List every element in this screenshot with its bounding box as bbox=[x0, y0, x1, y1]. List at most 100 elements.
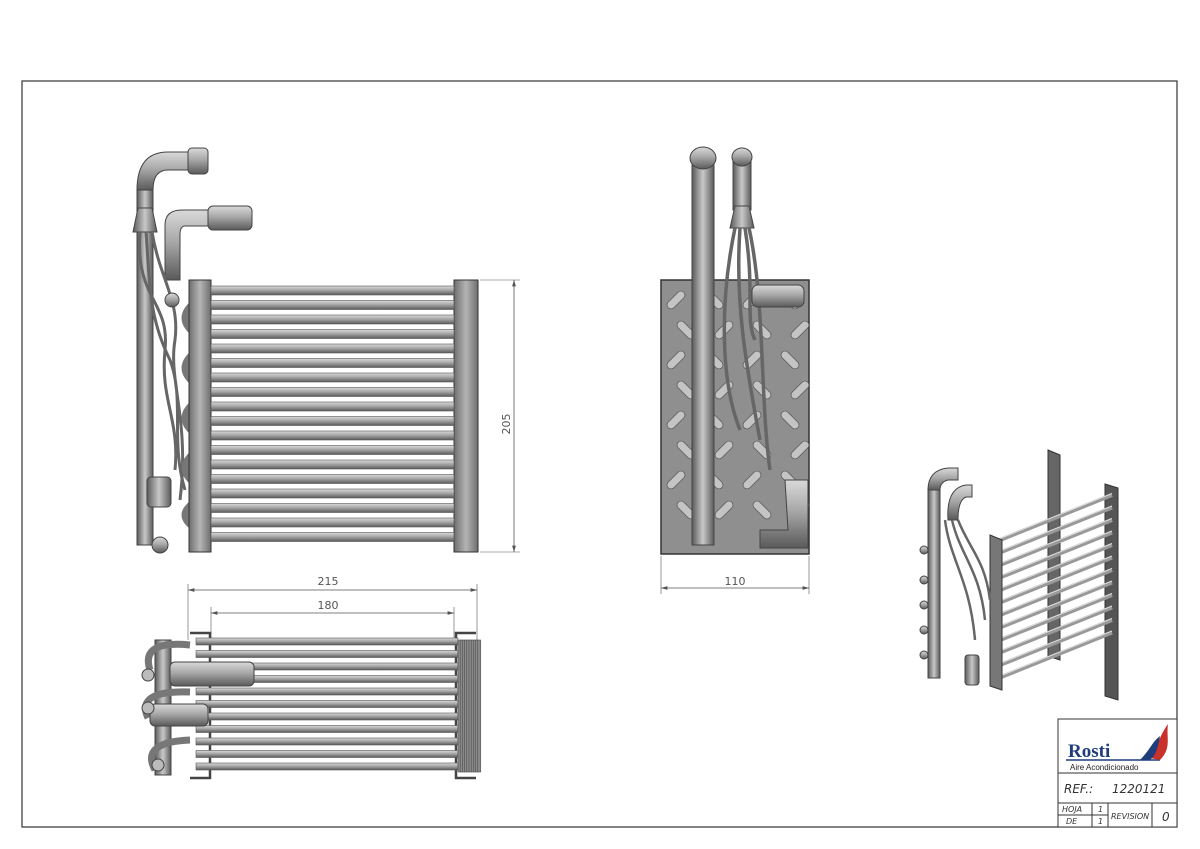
logo-text: Rosti bbox=[1068, 741, 1110, 762]
top-right-u-bends bbox=[457, 639, 482, 773]
side-right-tube-cap bbox=[731, 147, 753, 167]
revision-label: REVISION bbox=[1111, 812, 1149, 821]
front-bottom-stub bbox=[151, 536, 169, 554]
front-tube bbox=[210, 285, 455, 296]
front-tube bbox=[210, 372, 455, 383]
top-tube bbox=[195, 750, 459, 758]
iso-tube-highlight bbox=[999, 593, 1113, 639]
iso-tube bbox=[999, 493, 1113, 542]
side-fin-slot bbox=[790, 440, 810, 460]
side-fin-slot bbox=[742, 470, 762, 490]
side-fin-slot bbox=[666, 470, 686, 490]
iso-left-stubs bbox=[919, 545, 929, 660]
ref-label: REF.: bbox=[1064, 782, 1093, 796]
side-fin-slot bbox=[714, 440, 734, 460]
iso-tube bbox=[999, 630, 1113, 680]
iso-tube bbox=[999, 505, 1113, 555]
front-distributor-cone bbox=[132, 207, 158, 233]
iso-right-plate bbox=[1104, 483, 1119, 701]
side-fin-slot bbox=[666, 290, 686, 310]
top-tube bbox=[195, 762, 459, 771]
front-tube bbox=[210, 401, 455, 412]
front-second-elbow bbox=[164, 209, 213, 281]
iso-tube-highlight bbox=[999, 493, 1113, 539]
front-upper-connector bbox=[187, 147, 209, 175]
front-upper-elbow bbox=[136, 151, 193, 191]
top-tube bbox=[195, 737, 459, 746]
dim-text-215: 215 bbox=[318, 575, 339, 588]
iso-tube-highlight bbox=[999, 580, 1113, 627]
side-fin-slot bbox=[790, 320, 810, 340]
front-tube bbox=[210, 329, 455, 339]
iso-elbow-2 bbox=[947, 484, 973, 521]
front-top-stub bbox=[164, 292, 180, 308]
dim-text-205: 205 bbox=[500, 414, 513, 435]
iso-tube-highlight bbox=[999, 618, 1113, 664]
title-block: Rosti Aire Acondicionado REF.: 1220121 H… bbox=[1057, 718, 1178, 828]
iso-tube-highlight bbox=[999, 518, 1113, 564]
front-tube bbox=[210, 416, 455, 426]
de-label: DE bbox=[1066, 817, 1078, 826]
top-crosshair-2 bbox=[141, 701, 155, 715]
hoja-value: 1 bbox=[1098, 805, 1103, 814]
front-tube bbox=[210, 387, 455, 397]
iso-tube-highlight bbox=[999, 530, 1113, 577]
front-tube bbox=[210, 488, 455, 499]
revision-value: 0 bbox=[1162, 810, 1170, 824]
logo-subtitle: Aire Acondicionado bbox=[1070, 763, 1139, 772]
ref-value: 1220121 bbox=[1112, 782, 1165, 796]
front-tube bbox=[210, 314, 455, 325]
front-second-connector bbox=[207, 205, 253, 231]
front-right-end-plate bbox=[453, 279, 479, 553]
iso-tube-highlight bbox=[999, 630, 1113, 677]
top-tube bbox=[195, 637, 459, 646]
front-stub-fitting bbox=[146, 476, 172, 508]
iso-tube-highlight bbox=[999, 543, 1113, 589]
iso-tube bbox=[999, 618, 1113, 667]
side-left-tube bbox=[691, 164, 715, 546]
iso-capillaries bbox=[943, 519, 992, 641]
iso-tube-highlight bbox=[999, 555, 1113, 602]
front-tube bbox=[210, 300, 455, 310]
sheet-border bbox=[21, 80, 1178, 828]
front-tube bbox=[210, 445, 455, 455]
side-top-stub bbox=[751, 284, 805, 308]
iso-bottom-fitting bbox=[964, 654, 980, 686]
iso-tube bbox=[999, 555, 1113, 605]
top-tube bbox=[195, 700, 459, 708]
front-tube bbox=[210, 343, 455, 354]
side-bottom-elbow bbox=[759, 479, 809, 549]
iso-tube bbox=[999, 518, 1113, 567]
side-right-tube bbox=[732, 159, 752, 211]
top-connector-lower bbox=[149, 703, 209, 727]
side-fin-slot bbox=[714, 500, 734, 520]
top-connector-upper bbox=[169, 661, 255, 687]
front-view: 205 bbox=[132, 147, 520, 554]
top-crosshair-1 bbox=[141, 668, 155, 682]
front-tube bbox=[210, 358, 455, 368]
top-tube bbox=[195, 725, 459, 733]
top-right-bend bbox=[477, 639, 482, 773]
front-tube bbox=[210, 532, 455, 542]
side-left-tube-cap bbox=[689, 146, 717, 170]
top-tube bbox=[195, 712, 459, 721]
hoja-label: HOJA bbox=[1062, 805, 1082, 814]
front-tube bbox=[210, 459, 455, 470]
side-fin-slot bbox=[666, 350, 686, 370]
iso-tube-highlight bbox=[999, 568, 1113, 614]
side-fin-slot bbox=[780, 350, 800, 370]
iso-tube bbox=[999, 568, 1113, 617]
front-tube bbox=[210, 430, 455, 441]
side-capillary-tubes bbox=[722, 227, 772, 471]
front-tube bbox=[210, 517, 455, 528]
top-view: 215 180 bbox=[141, 575, 482, 780]
dim-text-180: 180 bbox=[318, 599, 339, 612]
iso-vertical-pipe bbox=[927, 487, 941, 679]
iso-elbow-1 bbox=[927, 467, 959, 491]
side-fin-slot bbox=[752, 500, 772, 520]
iso-tube-highlight bbox=[999, 605, 1113, 652]
iso-tube-highlight bbox=[999, 505, 1113, 552]
front-left-end-plate bbox=[188, 279, 212, 553]
iso-tube bbox=[999, 580, 1113, 630]
